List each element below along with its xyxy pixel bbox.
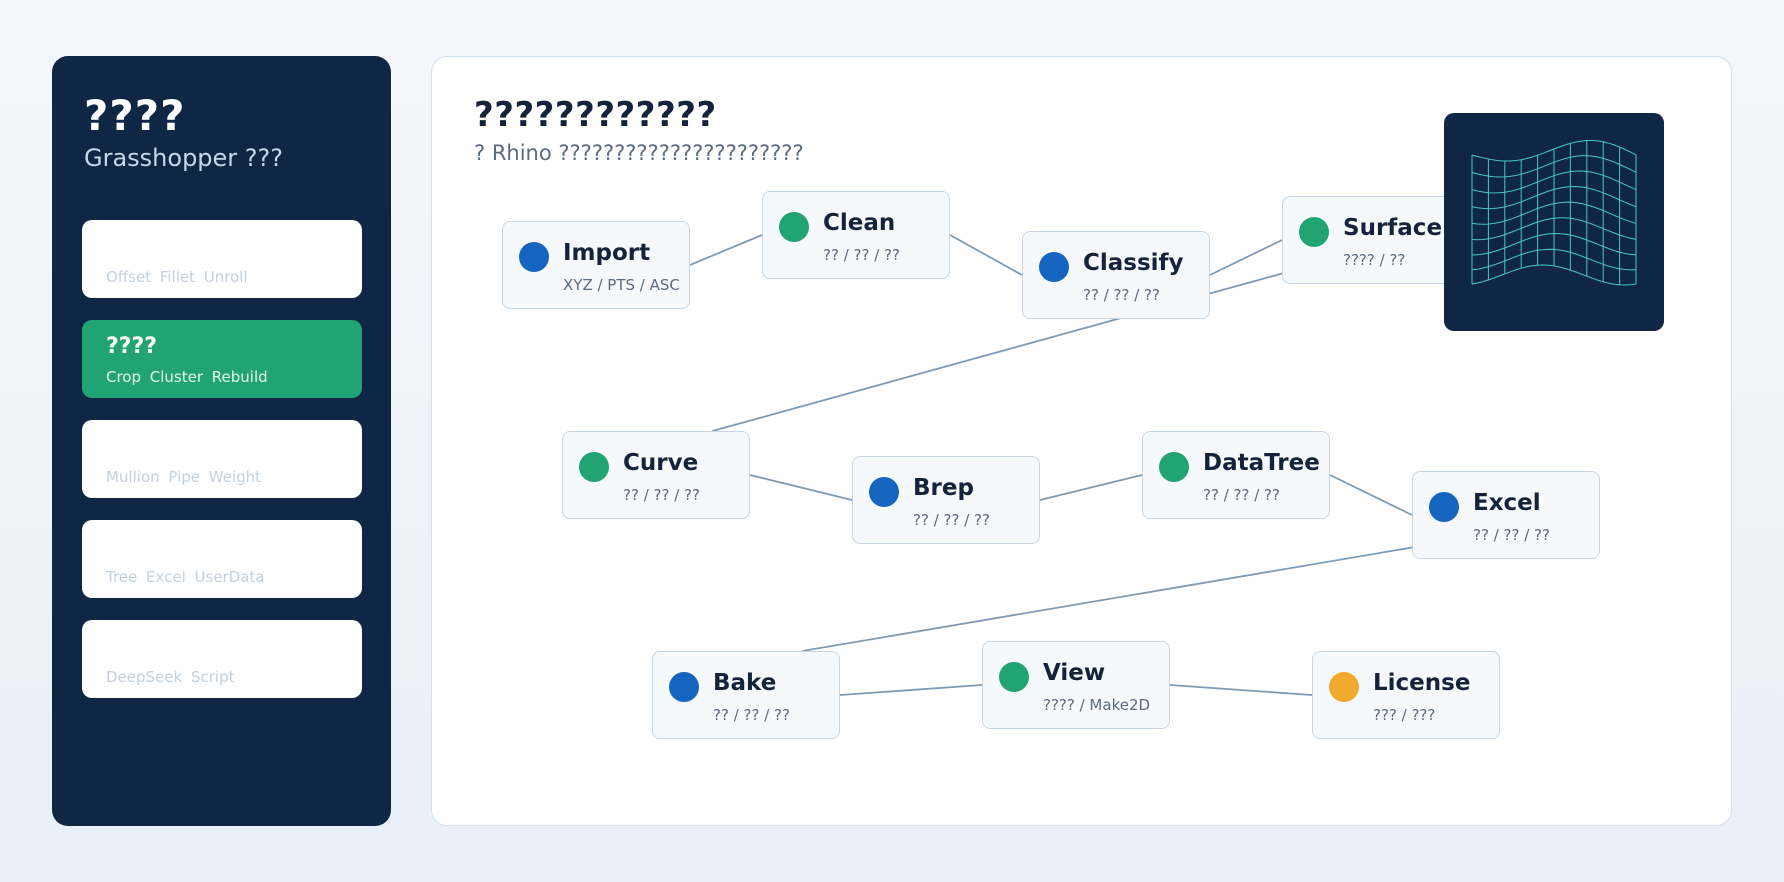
edge-datatree-excel (1329, 474, 1413, 516)
node-datatree[interactable]: DataTree ?? / ?? / ?? (1142, 431, 1330, 519)
node-status-dot (1299, 217, 1329, 247)
node-status-dot (669, 672, 699, 702)
card-tags: Offset Fillet Unroll (106, 268, 248, 286)
edge-curve-brep (749, 474, 853, 501)
node-status-dot (1039, 252, 1069, 282)
card-tags: Tree Excel UserData (106, 568, 265, 586)
edge-view-license (1169, 684, 1313, 696)
card-tags: Mullion Pipe Weight (106, 468, 262, 486)
node-title: Excel (1473, 490, 1541, 516)
node-status-dot (579, 452, 609, 482)
node-title: Brep (913, 475, 974, 501)
sidebar: ???? Grasshopper ??? Offset Fillet Unrol… (52, 56, 391, 826)
node-status-dot (869, 477, 899, 507)
node-title: Surface (1343, 215, 1443, 241)
node-subtitle: ?? / ?? / ?? (713, 706, 790, 724)
node-bake[interactable]: Bake ?? / ?? / ?? (652, 651, 840, 739)
edge-clean-classify (949, 234, 1023, 276)
card-title: ???? (106, 334, 158, 359)
card-tags: DeepSeek Script (106, 668, 235, 686)
sidebar-subtitle: Grasshopper ??? (84, 144, 284, 172)
node-title: Classify (1083, 250, 1184, 276)
node-status-dot (1329, 672, 1359, 702)
diagram-title: ???????????? (474, 95, 717, 135)
sidebar-card[interactable]: DeepSeek Script (82, 620, 362, 698)
surface-mesh-icon (1471, 140, 1637, 286)
node-title: View (1043, 660, 1106, 686)
sidebar-title: ???? (84, 91, 186, 140)
node-subtitle: ?? / ?? / ?? (623, 486, 700, 504)
node-clean[interactable]: Clean ?? / ?? / ?? (762, 191, 950, 279)
node-surface[interactable]: Surface ???? / ?? (1282, 196, 1470, 284)
edge-bake-view (839, 684, 983, 696)
node-title: DataTree (1203, 450, 1320, 476)
card-tags: Crop Cluster Rebuild (106, 368, 268, 386)
node-subtitle: ?? / ?? / ?? (823, 246, 900, 264)
surface-preview (1444, 113, 1664, 331)
node-title: Clean (823, 210, 896, 236)
node-subtitle: ?? / ?? / ?? (1203, 486, 1280, 504)
node-status-dot (1429, 492, 1459, 522)
edge-classify-surface (1209, 239, 1283, 276)
node-view[interactable]: View ???? / Make2D (982, 641, 1170, 729)
node-subtitle: ?? / ?? / ?? (913, 511, 990, 529)
node-subtitle: ?? / ?? / ?? (1473, 526, 1550, 544)
node-title: Import (563, 240, 651, 266)
node-status-dot (999, 662, 1029, 692)
node-subtitle: XYZ / PTS / ASC (563, 276, 680, 294)
node-title: Bake (713, 670, 777, 696)
node-title: License (1373, 670, 1471, 696)
node-classify[interactable]: Classify ?? / ?? / ?? (1022, 231, 1210, 319)
node-status-dot (1159, 452, 1189, 482)
node-subtitle: ??? / ??? (1373, 706, 1436, 724)
sidebar-card[interactable]: Mullion Pipe Weight (82, 420, 362, 498)
node-subtitle: ???? / Make2D (1043, 696, 1151, 714)
diagram-subtitle: ? Rhino ?????????????????????? (474, 141, 804, 165)
node-brep[interactable]: Brep ?? / ?? / ?? (852, 456, 1040, 544)
node-status-dot (779, 212, 809, 242)
node-title: Curve (623, 450, 699, 476)
node-subtitle: ?? / ?? / ?? (1083, 286, 1160, 304)
sidebar-card-active[interactable]: ???? Crop Cluster Rebuild (82, 320, 362, 398)
node-curve[interactable]: Curve ?? / ?? / ?? (562, 431, 750, 519)
diagram-panel: ???????????? ? Rhino ???????????????????… (431, 56, 1732, 826)
node-license[interactable]: License ??? / ??? (1312, 651, 1500, 739)
node-subtitle: ???? / ?? (1343, 251, 1406, 269)
edge-import-clean (689, 234, 763, 266)
sidebar-card[interactable]: Offset Fillet Unroll (82, 220, 362, 298)
node-import[interactable]: Import XYZ / PTS / ASC (502, 221, 690, 309)
node-status-dot (519, 242, 549, 272)
edge-brep-datatree (1039, 474, 1143, 501)
node-excel[interactable]: Excel ?? / ?? / ?? (1412, 471, 1600, 559)
edge-excel-bake (802, 544, 1423, 652)
sidebar-card[interactable]: Tree Excel UserData (82, 520, 362, 598)
